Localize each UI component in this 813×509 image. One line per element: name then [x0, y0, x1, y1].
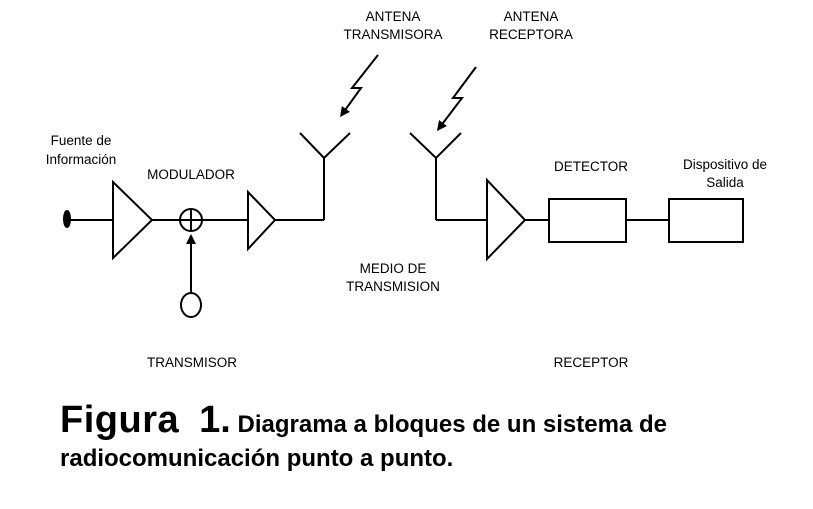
rx-antenna-icon — [409, 132, 462, 160]
receiver-amplifier — [486, 177, 527, 262]
output-device-label-1: Dispositivo de — [683, 157, 767, 172]
power-amplifier — [247, 189, 277, 252]
input-amplifier — [112, 179, 154, 261]
tx-antenna-label-1: ANTENA — [366, 9, 421, 24]
medium-label-2: TRANSMISION — [346, 279, 440, 294]
figure-caption: Figura 1. Diagrama a bloques de un sistem… — [60, 401, 805, 476]
transmitter-label: TRANSMISOR — [147, 355, 237, 370]
carrier-oscillator — [180, 292, 202, 318]
source-label-1: Fuente de — [51, 133, 112, 148]
block-diagram: ANTENA TRANSMISORA ANTENA RECEPTORA Fuen… — [46, 9, 767, 370]
caption-figure-number: 1. — [199, 399, 231, 441]
tx-lightning-icon — [340, 54, 379, 118]
caption-figure-word: Figura — [60, 399, 180, 441]
rx-antenna-label-2: RECEPTORA — [489, 27, 573, 42]
rx-antenna-label-1: ANTENA — [504, 9, 559, 24]
source-label-2: Información — [46, 152, 117, 167]
tx-antenna-icon — [299, 132, 351, 160]
detector-block — [548, 198, 627, 243]
modulator-label: MODULADOR — [147, 167, 235, 182]
source-terminal — [63, 210, 71, 228]
rx-lightning-icon — [436, 66, 477, 131]
caption-text: Diagrama a bloques de un sistema de radi… — [60, 411, 667, 472]
medium-label-1: MEDIO DE — [360, 261, 427, 276]
output-device-label-2: Salida — [706, 175, 744, 190]
tx-antenna-label-2: TRANSMISORA — [343, 27, 442, 42]
output-device-block — [668, 198, 744, 243]
receiver-label: RECEPTOR — [554, 355, 629, 370]
detector-label: DETECTOR — [554, 159, 628, 174]
